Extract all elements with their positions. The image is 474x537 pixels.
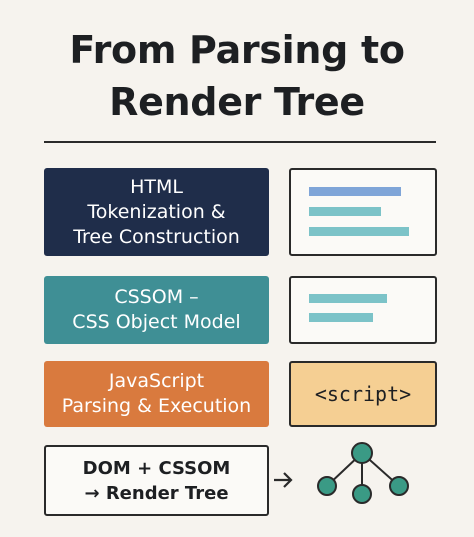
step-html-box: HTML Tokenization & Tree Construction bbox=[44, 168, 269, 256]
step-javascript-line-2: Parsing & Execution bbox=[61, 395, 252, 417]
step-cssom-box: CSSOM – CSS Object Model bbox=[44, 276, 269, 344]
stylesheet-lines-icon bbox=[289, 276, 437, 344]
stylesheet-line-2 bbox=[309, 313, 373, 322]
step-cssom-line-2: CSS Object Model bbox=[72, 311, 241, 333]
tree-root-node bbox=[351, 442, 373, 464]
step-render-tree-box: DOM + CSSOM → Render Tree bbox=[44, 445, 269, 516]
step-cssom-line-1: CSSOM – bbox=[114, 286, 199, 308]
step-javascript-line-1: JavaScript bbox=[108, 370, 205, 392]
title-line-1: From Parsing to bbox=[69, 28, 405, 72]
title-line-2: Render Tree bbox=[109, 80, 365, 124]
tree-graph-icon bbox=[317, 442, 409, 504]
step-html-line-1: HTML bbox=[130, 175, 183, 198]
page-title: From Parsing to Render Tree bbox=[0, 24, 474, 128]
step-render-tree-line-2: → Render Tree bbox=[84, 482, 229, 504]
step-javascript-box: JavaScript Parsing & Execution bbox=[44, 361, 269, 427]
stylesheet-line-1 bbox=[309, 294, 387, 303]
script-tag-text: <script> bbox=[314, 382, 412, 406]
tree-right-node bbox=[389, 476, 409, 496]
step-html-line-3: Tree Construction bbox=[73, 225, 240, 248]
tree-left-node bbox=[317, 476, 337, 496]
script-tag-card: <script> bbox=[289, 361, 437, 427]
title-divider bbox=[44, 141, 436, 143]
document-line-3 bbox=[309, 227, 409, 236]
document-lines-icon bbox=[289, 168, 437, 256]
document-line-2 bbox=[309, 207, 381, 216]
step-html-line-2: Tokenization & bbox=[87, 200, 226, 223]
right-arrow-icon bbox=[274, 472, 293, 488]
tree-middle-node bbox=[352, 484, 372, 504]
step-render-tree-line-1: DOM + CSSOM bbox=[82, 457, 231, 479]
document-line-1 bbox=[309, 187, 401, 196]
